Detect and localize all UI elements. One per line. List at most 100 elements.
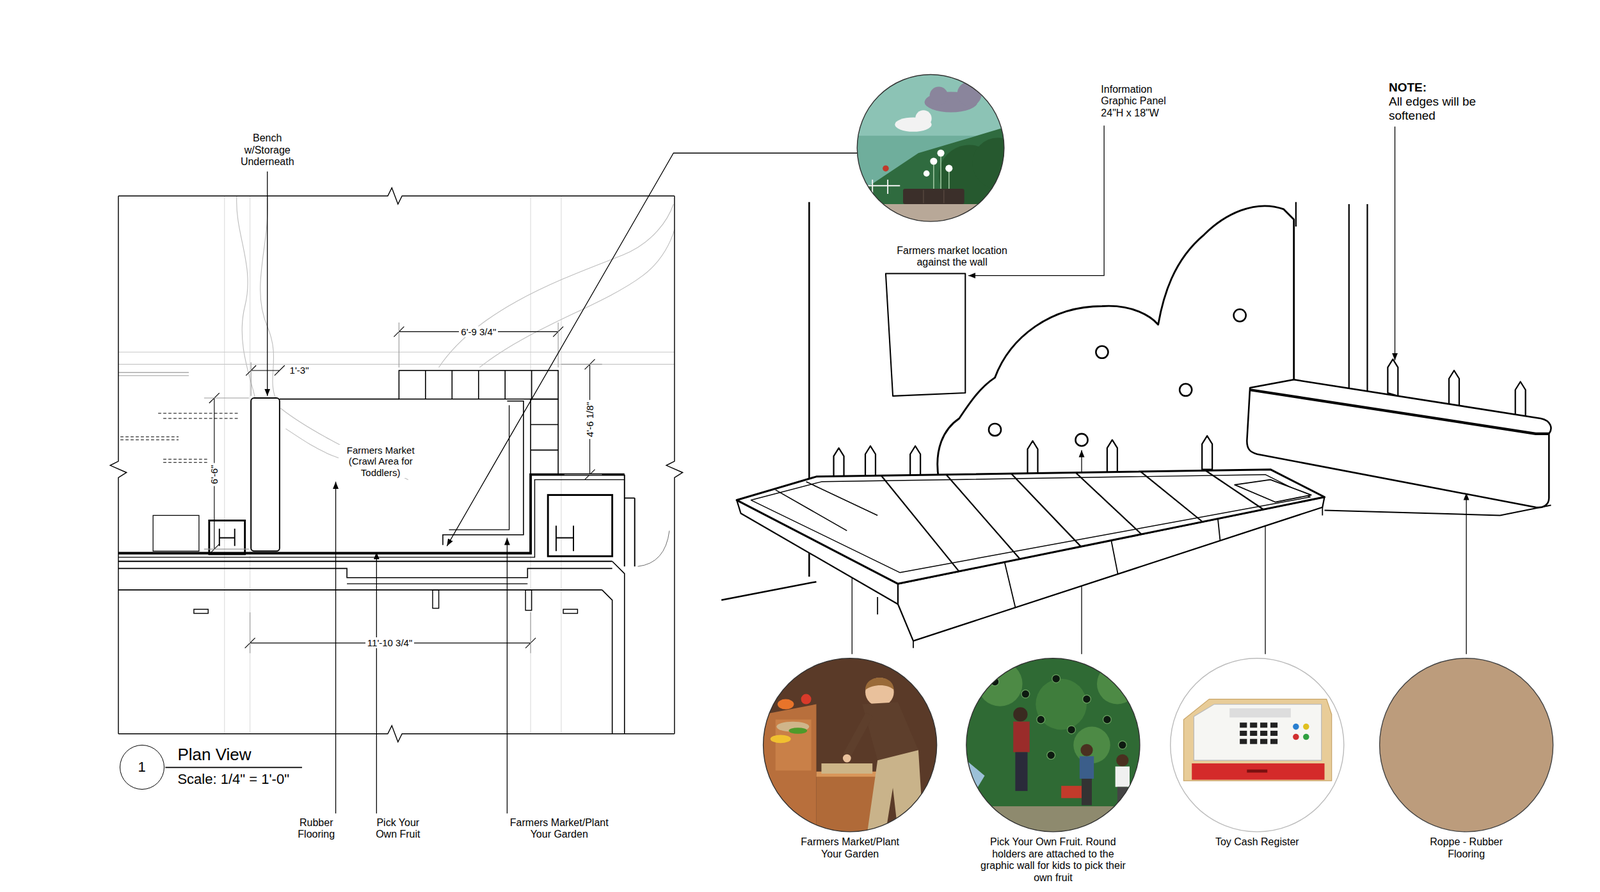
fruit-wall-photo [977,661,1023,707]
mural-photo [923,170,930,177]
cash-register-photo [1170,658,1344,832]
photo-circle-area [763,657,937,832]
cash-register-photo [1239,730,1247,736]
plan-walls [346,583,528,585]
plan-walls [250,398,280,552]
fruit-wall-photo [966,658,1140,832]
cash-register-photo [1303,723,1310,731]
plan-walls [612,561,625,735]
callout-label: Information Graphic Panel 24"H x 18"W [1100,83,1172,120]
mural-photo [867,179,900,194]
isometric-view [1233,309,1247,322]
photo-callout: Farmers Market/Plant Your Garden [763,657,937,861]
cash-register-photo [1229,708,1291,718]
leader-lines [1465,492,1467,655]
callout-label: Farmers Market/Plant Your Garden [506,817,612,841]
fruit-wall-photo [1081,778,1092,806]
note-text: All edges will be softened [1388,94,1479,123]
cash-register-photo [1292,723,1300,731]
fruit-wall-photo [990,677,1000,687]
callout-label: Rubber Flooring [290,817,342,841]
cash-register-photo [1239,722,1247,728]
photo-circle-area [1170,657,1344,832]
market-photo [788,727,808,735]
plan-walls [442,401,524,546]
isometric-view [881,470,1264,572]
mural-photo [972,137,1024,189]
cash-register-photo [1193,704,1321,761]
plan-frame [110,195,127,735]
plan-walls [279,398,400,400]
plan-frame [118,725,675,743]
cash-register-photo [1270,722,1278,728]
callout-label: Pick Your Own Fruit [370,817,425,841]
leader-lines [335,481,336,814]
cash-register-photo [1239,739,1247,745]
leader-lines [376,552,377,814]
market-photo [867,750,924,832]
plan-walls [637,530,669,567]
note-heading: NOTE: [1388,80,1427,95]
mural-photo [856,74,1024,224]
area-label: Farmers Market (Crawl Area for Toddlers) [338,444,423,479]
market-photo [865,677,895,707]
isometric-view [1249,389,1549,434]
leader-lines [1394,126,1396,361]
plan-walls [118,370,670,735]
photo-caption: Roppe - Rubber Flooring [1424,836,1508,861]
plan-walls [449,405,510,530]
plan-guide-lines [236,195,258,409]
fruit-wall-photo [1112,674,1122,683]
plan-guide-lines [118,195,675,735]
photo-callout: Roppe - Rubber Flooring [1379,657,1554,861]
mural-photo [929,87,948,106]
fruit-wall-photo [1047,751,1056,760]
isometric-view [1234,480,1312,503]
cash-register-photo [1170,658,1344,832]
fruit-wall-photo [1079,756,1094,779]
dimension-lines [393,326,564,337]
scale-note: Scale: 1/4" = 1'-0" [177,771,290,788]
market-photo [763,704,817,832]
fruit-wall-photo [1082,695,1092,704]
photo-circle-area [966,657,1140,832]
dimension-lines [584,359,596,480]
fruit-wall-photo [1096,663,1138,705]
plan-walls [118,568,613,578]
photo-callout: Toy Cash Register [1170,657,1344,848]
market-photo [821,763,873,774]
photo-caption: Pick Your Own Fruit. Round holders are a… [979,836,1126,884]
plan-walls [530,399,559,475]
flooring-swatch-circle [1379,658,1554,832]
cash-register-photo [1249,722,1257,728]
plan-walls [525,590,532,611]
isometric-view [775,481,878,532]
market-photo [842,754,852,763]
plan-frame [118,187,675,205]
cash-register-photo [1249,730,1257,736]
plan-walls [219,528,235,546]
fruit-wall-photo [1116,754,1129,767]
isometric-view [721,202,1551,649]
dimension-lines [204,322,603,654]
cash-register-photo [1249,739,1257,745]
mural-photo [929,157,937,165]
fruit-wall-photo [1080,744,1093,757]
plan-walls [118,480,625,558]
isometric-view [1324,505,1552,516]
dimension-lines [561,364,603,475]
leader-lines [506,538,508,815]
isometric-view [988,423,1001,436]
photo-outline [966,658,1140,832]
photo-caption: Farmers Market/Plant Your Garden [794,836,907,861]
mural-photo [923,190,944,204]
mural-photo [936,149,944,157]
fruit-wall-photo [966,806,1140,838]
cash-register-photo [1260,730,1268,736]
mural-photo [882,165,889,172]
fruit-wall-photo [1021,689,1030,699]
dimension-lines [204,398,249,550]
dimension: 6'-6" [208,462,220,486]
callout-circle: 1 [119,744,165,790]
